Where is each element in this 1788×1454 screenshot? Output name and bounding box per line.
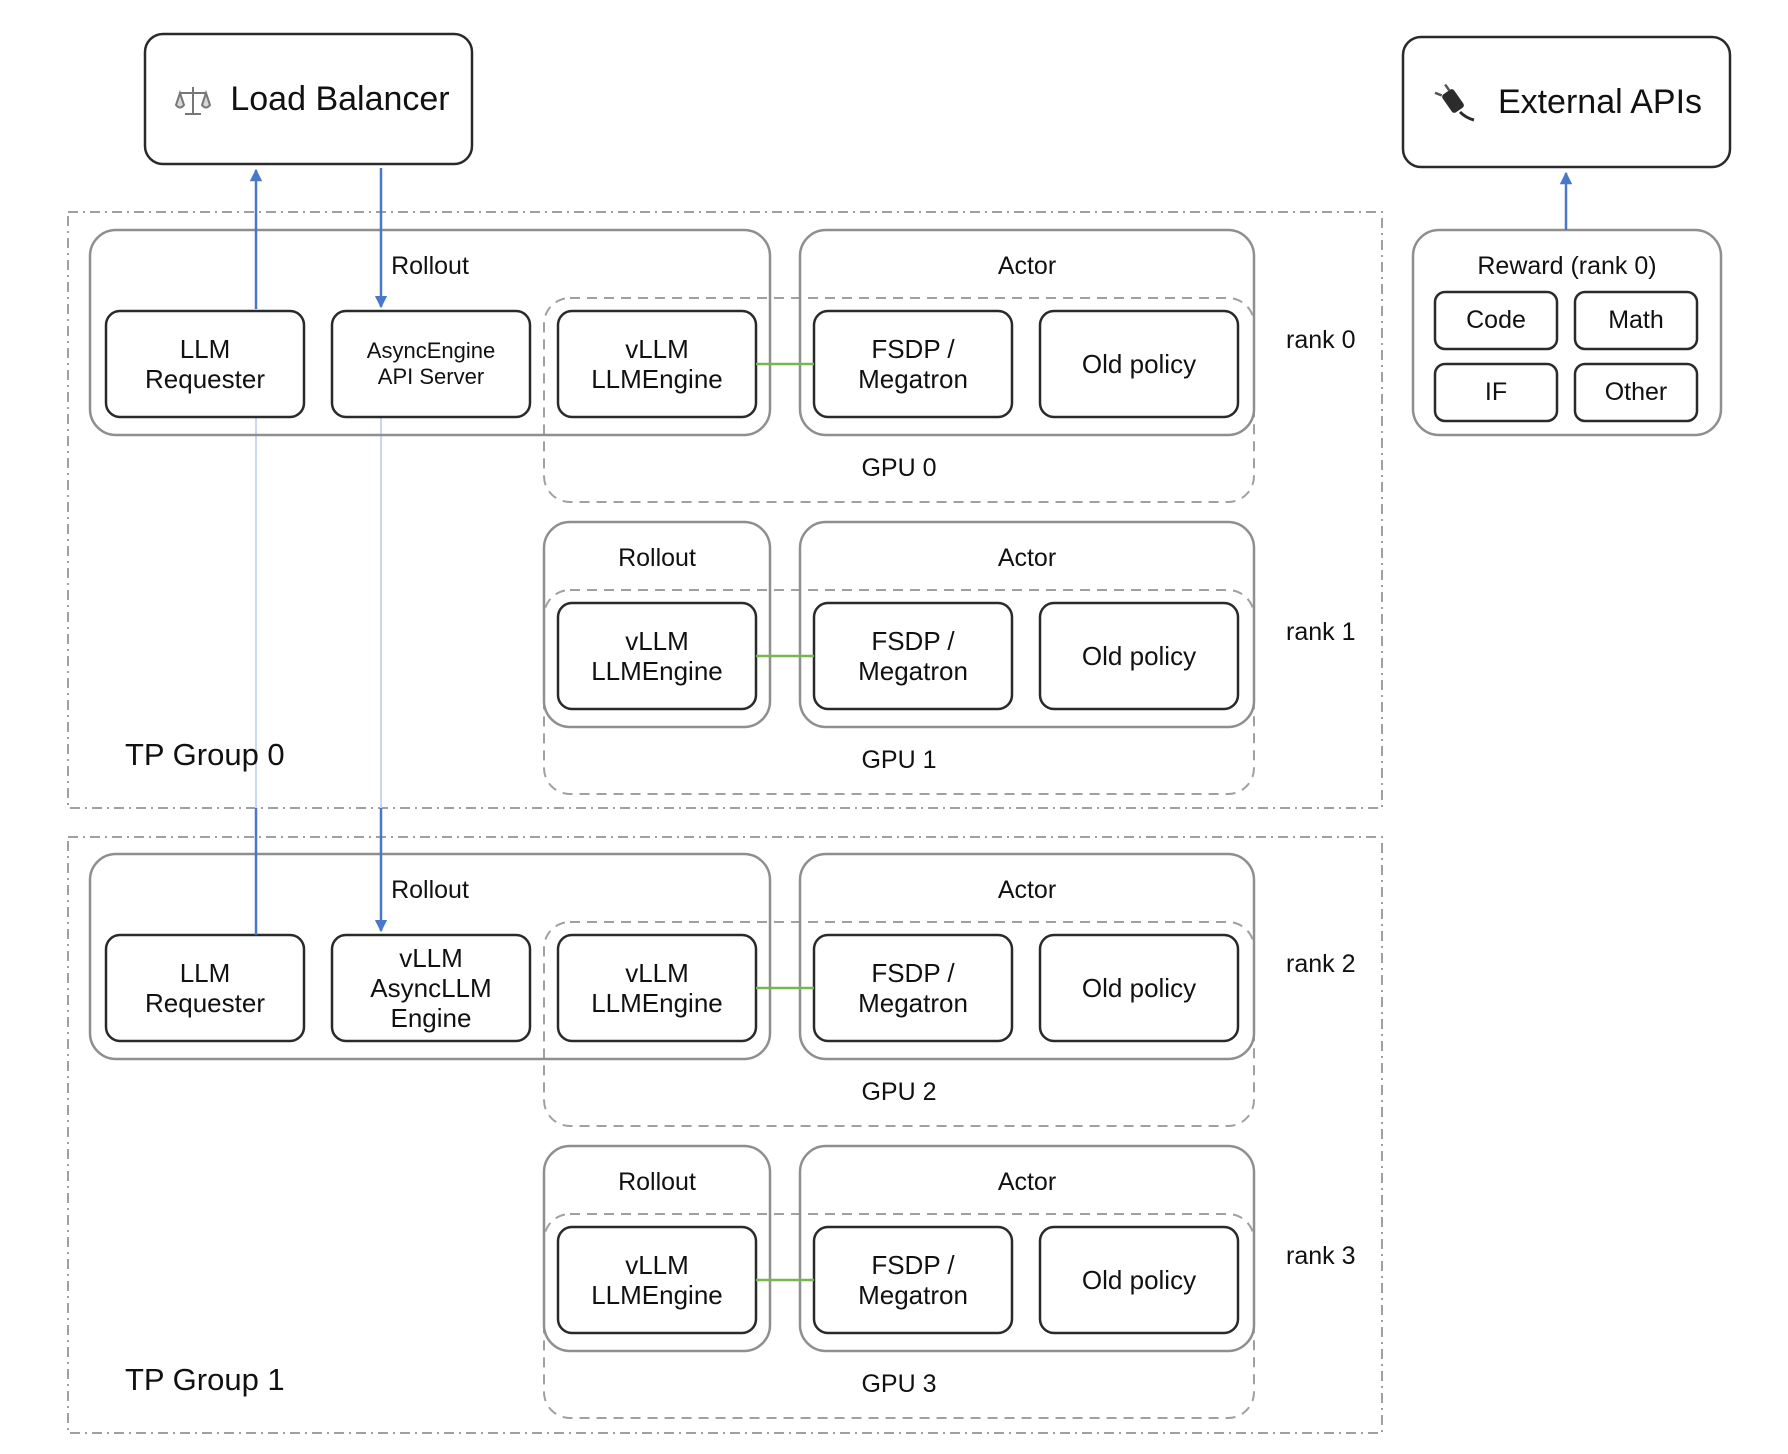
reward-if-label: IF [1484, 378, 1508, 406]
gpu-0-label: GPU 0 [861, 453, 937, 482]
reward-if-box [1433, 362, 1559, 423]
old-policy-label-rank-2: Old policy [1081, 972, 1197, 1003]
rollout-container-rank-2 [88, 852, 772, 1061]
old-policy-label-rank-3: Old policy [1081, 1264, 1197, 1295]
llm-requester-box-rank-0 [104, 309, 306, 419]
reward-other-box [1573, 362, 1699, 423]
actor-title-rank-0: Actor [997, 251, 1057, 280]
old-policy-label-rank-0: Old policy [1081, 348, 1197, 379]
actor-container-rank-2 [798, 852, 1256, 1061]
actor-container-rank-1 [798, 520, 1256, 729]
old-policy-box-rank-0 [1038, 309, 1240, 419]
tp-group-0-label: TP Group 0 [125, 737, 285, 773]
rollout-title-rank-3: Rollout [618, 1167, 696, 1196]
load-balancer-label: Load Balancer [230, 80, 450, 119]
reward-math-box [1573, 290, 1699, 351]
llm-engine-label-rank-1: vLLM LLMEngine [591, 625, 723, 686]
rollout-title-rank-1: Rollout [618, 543, 696, 572]
llm-requester-label-rank-2: LLM Requester [145, 957, 265, 1018]
actor-title-rank-3: Actor [997, 1167, 1057, 1196]
tp-group-1-frame [67, 836, 1383, 1434]
external-apis-label: External APIs [1497, 83, 1703, 122]
plug-icon [1434, 83, 1475, 122]
scale-icon [174, 87, 212, 115]
gpu-3-label: GPU 3 [861, 1369, 937, 1398]
reward-code-label: Code [1466, 306, 1526, 334]
trainer-label-rank-3: FSDP / Megatron [858, 1249, 968, 1310]
old-policy-label-rank-1: Old policy [1081, 640, 1197, 671]
llm-engine-label-rank-2: vLLM LLMEngine [591, 957, 723, 1018]
rank-2-label: rank 2 [1286, 949, 1356, 978]
llm-requester-box-rank-2 [104, 933, 306, 1043]
old-policy-box-rank-3 [1038, 1225, 1240, 1335]
load-balancer-box [143, 32, 474, 166]
gpu-1-label: GPU 1 [861, 745, 937, 774]
trainer-label-rank-2: FSDP / Megatron [858, 957, 968, 1018]
rank-1-label: rank 1 [1286, 617, 1356, 646]
actor-container-rank-3 [798, 1144, 1256, 1353]
gpu-2-label: GPU 2 [861, 1077, 937, 1106]
actor-title-rank-2: Actor [997, 875, 1057, 904]
rollout-container-rank-1 [542, 520, 772, 729]
reward-code-box [1433, 290, 1559, 351]
llm-requester-label-rank-0: LLM Requester [145, 333, 265, 394]
rank-0-label: rank 0 [1286, 325, 1356, 354]
rollout-container-rank-0 [88, 228, 772, 437]
rollout-container-rank-3 [542, 1144, 772, 1353]
llm-engine-label-rank-3: vLLM LLMEngine [591, 1249, 723, 1310]
async-llm-engine-box-rank-2 [330, 933, 532, 1043]
rank-3-label: rank 3 [1286, 1241, 1356, 1270]
reward-math-label: Math [1608, 306, 1664, 334]
external-apis-box [1401, 35, 1732, 169]
llm-engine-label-rank-0: vLLM LLMEngine [591, 333, 723, 394]
api-server-label-rank-0: AsyncEngine API Server [366, 338, 496, 389]
actor-container-rank-0 [798, 228, 1256, 437]
actor-title-rank-1: Actor [997, 543, 1057, 572]
old-policy-box-rank-2 [1038, 933, 1240, 1043]
trainer-label-rank-0: FSDP / Megatron [858, 333, 968, 394]
tp-group-0-frame [67, 211, 1383, 809]
rollout-title-rank-2: Rollout [391, 875, 469, 904]
reward-other-label: Other [1604, 378, 1668, 406]
rollout-title-rank-0: Rollout [391, 251, 469, 280]
async-llm-engine-label-rank-2: vLLM AsyncLLM Engine [370, 942, 492, 1034]
tp-group-1-label: TP Group 1 [125, 1362, 285, 1398]
trainer-label-rank-1: FSDP / Megatron [858, 625, 968, 686]
reward-title: Reward (rank 0) [1477, 251, 1657, 280]
api-server-box-rank-0 [330, 309, 532, 419]
old-policy-box-rank-1 [1038, 601, 1240, 711]
